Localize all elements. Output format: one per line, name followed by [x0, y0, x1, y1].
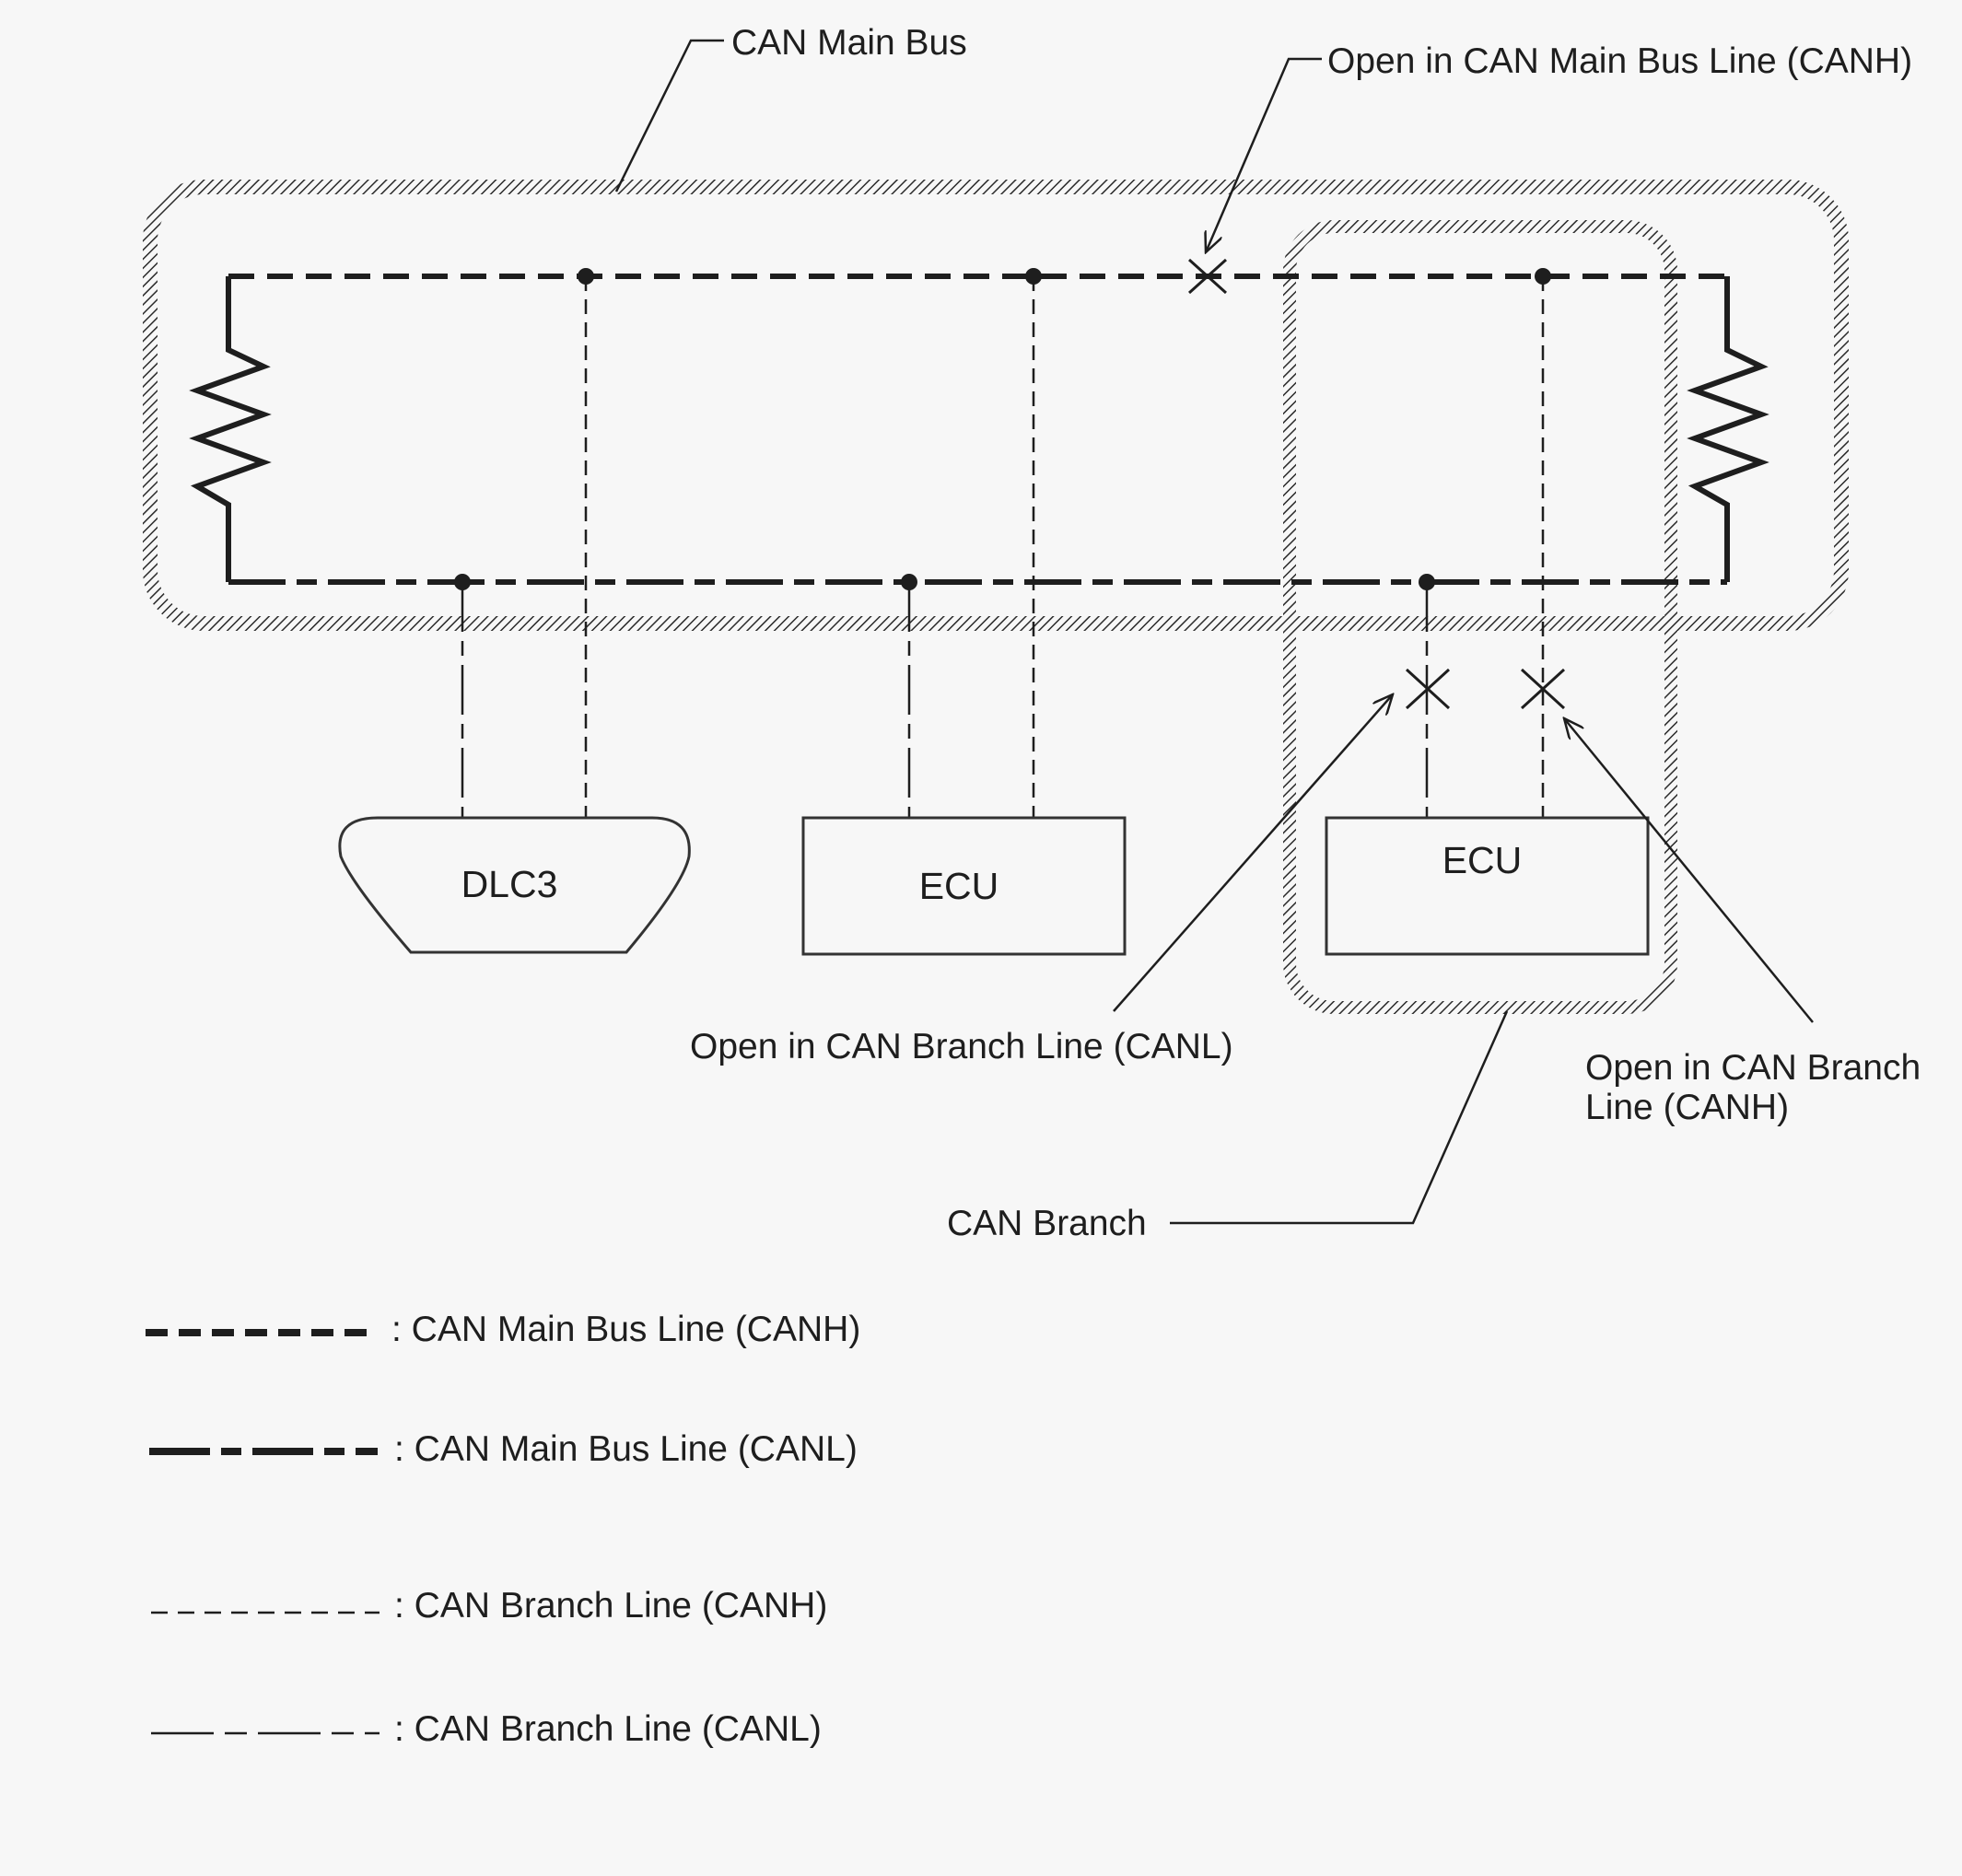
dlc3-label: DLC3: [461, 863, 558, 905]
ecu-box-2: ECU: [1325, 816, 1650, 956]
open-mark-branch-canh: [1520, 668, 1566, 710]
leader-lines: [614, 39, 1814, 1225]
ecu-box-1: ECU: [801, 816, 1127, 956]
label-can-main-bus: CAN Main Bus: [731, 23, 967, 63]
leader-main-bus: [614, 39, 724, 192]
leader-open-main-canh: [1206, 57, 1322, 252]
label-can-branch: CAN Branch: [947, 1204, 1147, 1243]
label-open-branch-canh-1: Open in CAN Branch: [1585, 1048, 1921, 1088]
left-terminating-resistor: [189, 276, 272, 582]
label-open-main-canh: Open in CAN Main Bus Line (CANH): [1327, 41, 1912, 81]
leader-can-branch: [1170, 1010, 1509, 1225]
right-terminating-resistor: [1687, 276, 1769, 582]
legend-label-main-canl: : CAN Main Bus Line (CANL): [394, 1429, 858, 1469]
ecu-1-label: ECU: [919, 865, 999, 907]
branch-canh-lines: [584, 276, 1545, 818]
open-mark-main-canh: [1187, 258, 1228, 295]
junction-dots: [454, 268, 1551, 590]
can-main-bus-outline: [143, 180, 1849, 631]
open-mark-branch-canl: [1405, 668, 1451, 710]
branch-canl-lines: [461, 582, 1429, 818]
legend-label-branch-canl: : CAN Branch Line (CANL): [394, 1709, 822, 1749]
dlc3-connector: DLC3: [338, 816, 691, 954]
legend: : CAN Main Bus Line (CANH) : CAN Main Bu…: [146, 1310, 860, 1749]
leader-open-branch-canh: [1564, 718, 1814, 1023]
leader-open-branch-canl: [1113, 694, 1393, 1012]
legend-label-branch-canh: : CAN Branch Line (CANH): [394, 1586, 827, 1625]
can-branch-outline: [1283, 220, 1677, 1014]
legend-label-main-canh: : CAN Main Bus Line (CANH): [391, 1310, 860, 1349]
label-open-branch-canh-2: Line (CANH): [1585, 1088, 1789, 1127]
label-open-branch-canl: Open in CAN Branch Line (CANL): [690, 1027, 1233, 1066]
ecu-2-label: ECU: [1442, 839, 1523, 881]
